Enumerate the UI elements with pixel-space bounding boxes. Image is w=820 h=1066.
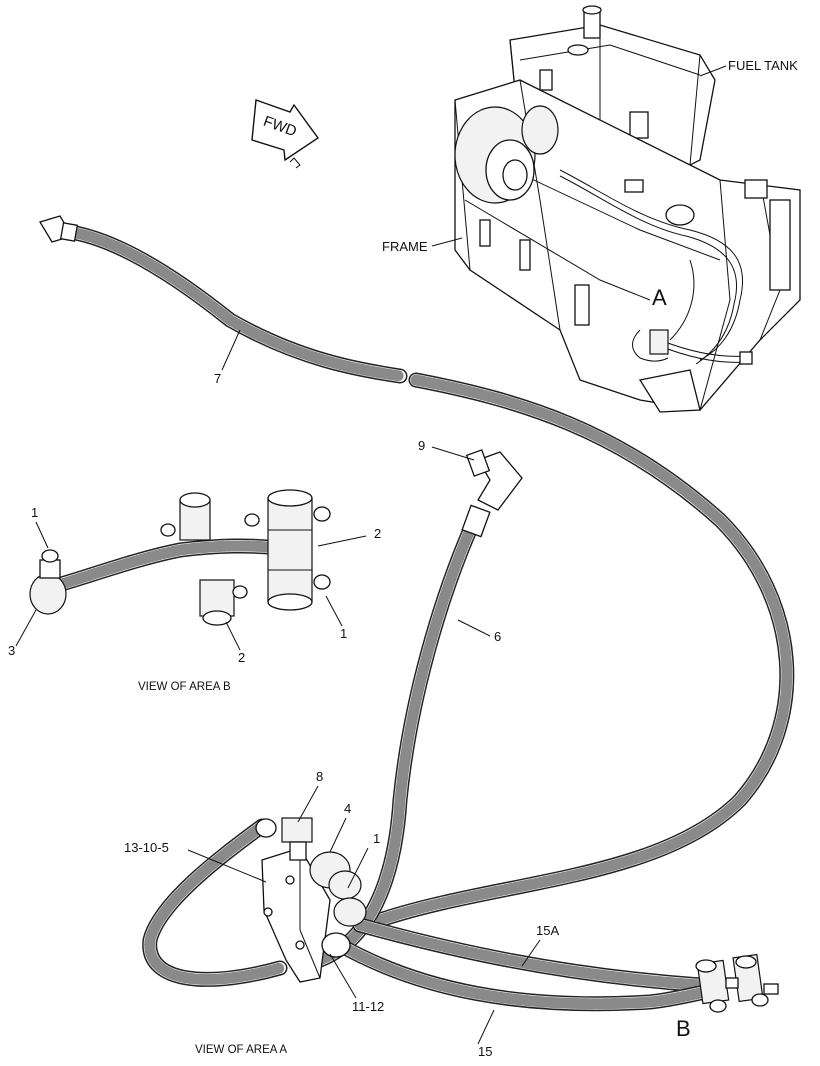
callout-13-10-5: 13-10-5 [124, 840, 169, 855]
hose-left-loop [142, 818, 288, 987]
callout-8: 8 [316, 769, 323, 784]
callout-3-area-b: 3 [8, 643, 15, 658]
callout-1-area-a: 1 [373, 831, 380, 846]
callout-1-area-b-bottom: 1 [340, 626, 347, 641]
area-b-detail [29, 489, 331, 626]
callout-2-area-b-right: 2 [374, 526, 381, 541]
callout-15: 15 [478, 1044, 492, 1059]
valve-assembly [255, 817, 367, 983]
callout-6: 6 [494, 629, 501, 644]
callout-9: 9 [418, 438, 425, 453]
callout-11-12: 11-12 [352, 999, 384, 1014]
label-area-b-letter: B [676, 1016, 691, 1041]
fwd-arrow: FWD [251, 99, 319, 169]
label-view-area-a: VIEW OF AREA A [195, 1044, 287, 1056]
label-frame: FRAME [382, 239, 428, 254]
machine-frame-illustration [454, 5, 801, 413]
hose-loop-to-b [372, 372, 795, 928]
label-area-a-letter: A [652, 285, 667, 310]
callout-15a: 15A [536, 923, 559, 938]
callout-4: 4 [344, 801, 351, 816]
label-view-area-b: VIEW OF AREA B [138, 681, 231, 693]
label-fuel-tank: FUEL TANK [728, 58, 798, 73]
callout-1-area-b-top: 1 [31, 505, 38, 520]
hose-15 [332, 937, 713, 1012]
callout-7: 7 [214, 371, 221, 386]
leader-lines [15, 65, 727, 1045]
hose-7 [39, 215, 408, 384]
callout-2-area-b-bottom: 2 [238, 650, 245, 665]
hose-15a [352, 917, 708, 993]
area-b-fittings [695, 953, 779, 1013]
